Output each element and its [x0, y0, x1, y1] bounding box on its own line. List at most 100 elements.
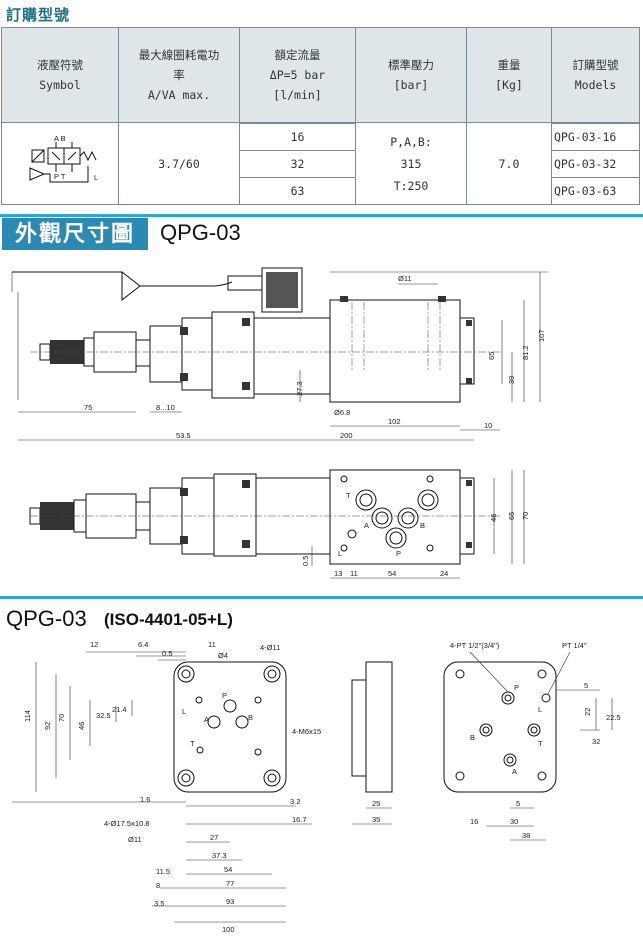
power-value: 3.7/60	[118, 122, 240, 205]
dim-200: 200	[340, 431, 353, 440]
dim-5-bottom: 5	[516, 799, 520, 808]
valve-symbol-icon: A B P T L	[29, 134, 98, 183]
weight-value: 7.0	[466, 122, 552, 205]
dim-53-5: 53.5	[176, 431, 191, 440]
dim-38: 38	[522, 831, 530, 840]
top-view-drawing: T B A P L 46 65 70 0.5 13 11 54 24	[29, 469, 530, 579]
hydraulic-symbol: A B P T L	[1, 122, 119, 205]
back-face-drawing: P L B T A 4-PT 1/2"(3/4") PT 1/4" 5 22 2…	[443, 641, 621, 841]
back-port-t: T	[538, 739, 543, 748]
flow-cells: 16 32 63	[239, 122, 356, 205]
iso-model: QPG-03	[6, 606, 87, 631]
dim-22: 22	[583, 708, 592, 716]
dim-d11: Ø11	[398, 274, 412, 283]
iso-port-b: B	[248, 713, 253, 722]
dim-5-back: 5	[584, 681, 588, 690]
dim-27-3: 27.3	[295, 381, 304, 396]
dim-0-5-iso: 0.5	[162, 649, 172, 658]
dim-70: 70	[521, 512, 530, 520]
dim-65: 65	[487, 352, 496, 360]
dim-32: 32	[592, 737, 600, 746]
dim-4-d11: 4-Ø11	[260, 643, 280, 652]
dim-35: 35	[372, 815, 380, 824]
dim-0-5: 0.5	[301, 556, 310, 566]
port-l-top: L	[338, 549, 342, 558]
dim-4-m6x15: 4-M6x15	[292, 727, 321, 736]
dim-11: 11	[350, 569, 358, 578]
dim-54: 54	[388, 569, 396, 578]
dimension-title: 外觀尺寸圖	[2, 218, 148, 250]
dim-16: 16	[470, 817, 478, 826]
side-profile-drawing: 25 35	[351, 661, 393, 825]
side-view-drawing: Ø11 107 81.2 65 39 27.3 Ø6.8 102 10 75 8…	[11, 267, 548, 441]
dim-25: 25	[372, 799, 380, 808]
dim-10: 10	[484, 421, 492, 430]
dim-46: 46	[489, 514, 498, 522]
dim-11-iso: 11	[208, 640, 216, 649]
dim-d6-8: Ø6.8	[334, 408, 350, 417]
back-port-a: A	[512, 767, 517, 776]
iso-port-t: T	[190, 739, 195, 748]
dim-24: 24	[440, 569, 448, 578]
dim-pt14: PT 1/4"	[562, 641, 587, 650]
dimension-model: QPG-03	[160, 220, 241, 245]
symbol-port-drain: L	[94, 173, 98, 182]
back-port-l: L	[538, 705, 542, 714]
dim-8: 8	[156, 881, 160, 890]
dim-4-pt12: 4-PT 1/2"(3/4")	[450, 641, 500, 650]
iso-port-p: P	[222, 691, 227, 700]
divider-band-top	[0, 214, 643, 217]
col-weight: 重量[Kg]	[466, 27, 552, 123]
dim-70-iso: 70	[57, 714, 66, 722]
dim-37-3: 37.3	[212, 851, 227, 860]
port-p-top: P	[396, 549, 401, 558]
dim-3-5: 3.5	[154, 899, 164, 908]
dim-11-5: 11.5	[156, 867, 170, 876]
symbol-ports-bottom: P T	[54, 172, 66, 181]
dim-65-top: 65	[507, 512, 516, 520]
dim-4-d17-5: 4-Ø17.5x10.8	[104, 819, 149, 828]
iso-port-l: L	[182, 707, 186, 716]
dim-d11-iso: Ø11	[128, 835, 142, 844]
dim-93: 93	[226, 897, 234, 906]
dim-107: 107	[537, 329, 546, 342]
iso-port-a: A	[204, 715, 209, 724]
dim-13: 13	[334, 569, 342, 578]
port-t-top: T	[346, 491, 351, 500]
dim-75: 75	[84, 403, 92, 412]
dim-21-4: 21.4	[112, 705, 127, 714]
dim-100: 100	[222, 925, 235, 934]
dim-3-2: 3.2	[290, 797, 300, 806]
symbol-ports-top: A B	[54, 134, 66, 143]
dim-12: 12	[90, 640, 98, 649]
dim-16-7: 16.7	[292, 815, 307, 824]
dim-8-10: 8...10	[156, 403, 175, 412]
back-port-b: B	[470, 733, 475, 742]
dim-81-2: 81.2	[521, 345, 530, 360]
dim-46-iso: 46	[77, 722, 86, 730]
dim-30: 30	[510, 817, 518, 826]
dim-1-6: 1.6	[140, 795, 150, 804]
dim-102: 102	[388, 417, 401, 426]
iso-face-drawing: P L A B T 12 6.4 11 0.5 Ø4 4-Ø11 114 92 …	[12, 640, 321, 934]
model-63: QPG-03-63	[551, 176, 640, 205]
iso-standard: (ISO-4401-05+L)	[104, 610, 233, 629]
port-a-top: A	[364, 521, 369, 530]
order-heading: 訂購型號	[6, 6, 71, 24]
dim-6-4: 6.4	[138, 640, 148, 649]
port-b-top: B	[420, 521, 425, 530]
dim-d4: Ø4	[218, 651, 228, 660]
back-port-p: P	[514, 683, 519, 692]
dim-77: 77	[226, 879, 234, 888]
col-pressure: 標準壓力[bar]	[355, 27, 467, 123]
dim-27: 27	[210, 833, 218, 842]
dim-92: 92	[43, 722, 52, 730]
dim-114: 114	[23, 710, 32, 722]
divider-band-mid	[0, 596, 643, 599]
